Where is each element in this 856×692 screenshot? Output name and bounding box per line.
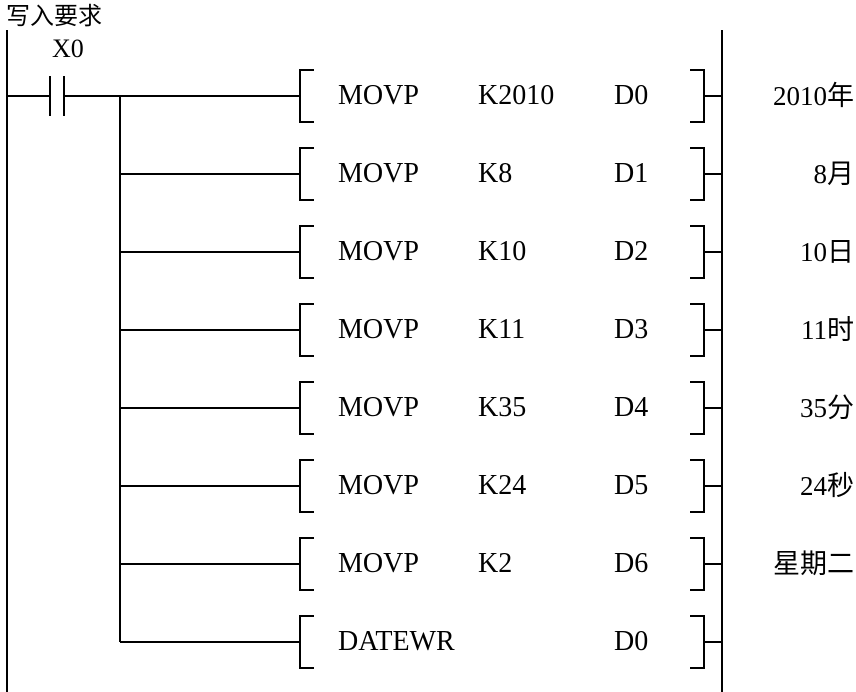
instruction-src: K10 bbox=[478, 236, 527, 267]
instruction-left-bracket bbox=[299, 615, 314, 669]
instruction-op: MOVP bbox=[338, 236, 419, 267]
instruction-right-bracket bbox=[690, 69, 705, 123]
rung-comment: 11时 bbox=[801, 315, 854, 345]
instruction-left-bracket bbox=[299, 147, 314, 201]
instruction-dst: D4 bbox=[614, 392, 649, 423]
contact-label: X0 bbox=[52, 34, 84, 63]
instruction-right-bracket bbox=[690, 615, 705, 669]
instruction-src: K11 bbox=[478, 314, 526, 345]
instruction-left-bracket bbox=[299, 69, 314, 123]
instruction-src: K2 bbox=[478, 548, 513, 579]
instruction-op: MOVP bbox=[338, 548, 419, 579]
instruction-op: DATEWR bbox=[338, 626, 455, 657]
instruction-right-bracket bbox=[690, 381, 705, 435]
instruction-right-bracket bbox=[690, 303, 705, 357]
instruction-dst: D2 bbox=[614, 236, 649, 267]
instruction-dst: D5 bbox=[614, 470, 649, 501]
rung-comment: 星期二 bbox=[773, 549, 854, 579]
instruction-src: K35 bbox=[478, 392, 527, 423]
instruction-left-bracket bbox=[299, 537, 314, 591]
instruction-right-bracket bbox=[690, 537, 705, 591]
instruction-dst: D1 bbox=[614, 158, 649, 189]
instruction-dst: D6 bbox=[614, 548, 649, 579]
instruction-op: MOVP bbox=[338, 80, 419, 111]
rung-comment: 8月 bbox=[813, 159, 855, 189]
instruction-right-bracket bbox=[690, 147, 705, 201]
rung-comment: 2010年 bbox=[773, 81, 854, 111]
instruction-op: MOVP bbox=[338, 314, 419, 345]
instruction-op: MOVP bbox=[338, 158, 419, 189]
instruction-left-bracket bbox=[299, 381, 314, 435]
instruction-src: K8 bbox=[478, 158, 513, 189]
instruction-src: K24 bbox=[478, 470, 527, 501]
instruction-op: MOVP bbox=[338, 392, 419, 423]
diagram-title: 写入要求 bbox=[6, 2, 102, 30]
instruction-dst: D0 bbox=[614, 80, 649, 111]
instruction-dst: D3 bbox=[614, 314, 649, 345]
rung-comment: 35分 bbox=[800, 393, 854, 423]
instruction-right-bracket bbox=[690, 225, 705, 279]
instruction-dst: D0 bbox=[614, 626, 649, 657]
instruction-left-bracket bbox=[299, 225, 314, 279]
instruction-left-bracket bbox=[299, 303, 314, 357]
instruction-left-bracket bbox=[299, 459, 314, 513]
instruction-right-bracket bbox=[690, 459, 705, 513]
instruction-op: MOVP bbox=[338, 470, 419, 501]
instruction-src: K2010 bbox=[478, 80, 555, 111]
rung-comment: 24秒 bbox=[800, 471, 854, 501]
rung-comment: 10日 bbox=[800, 237, 854, 267]
